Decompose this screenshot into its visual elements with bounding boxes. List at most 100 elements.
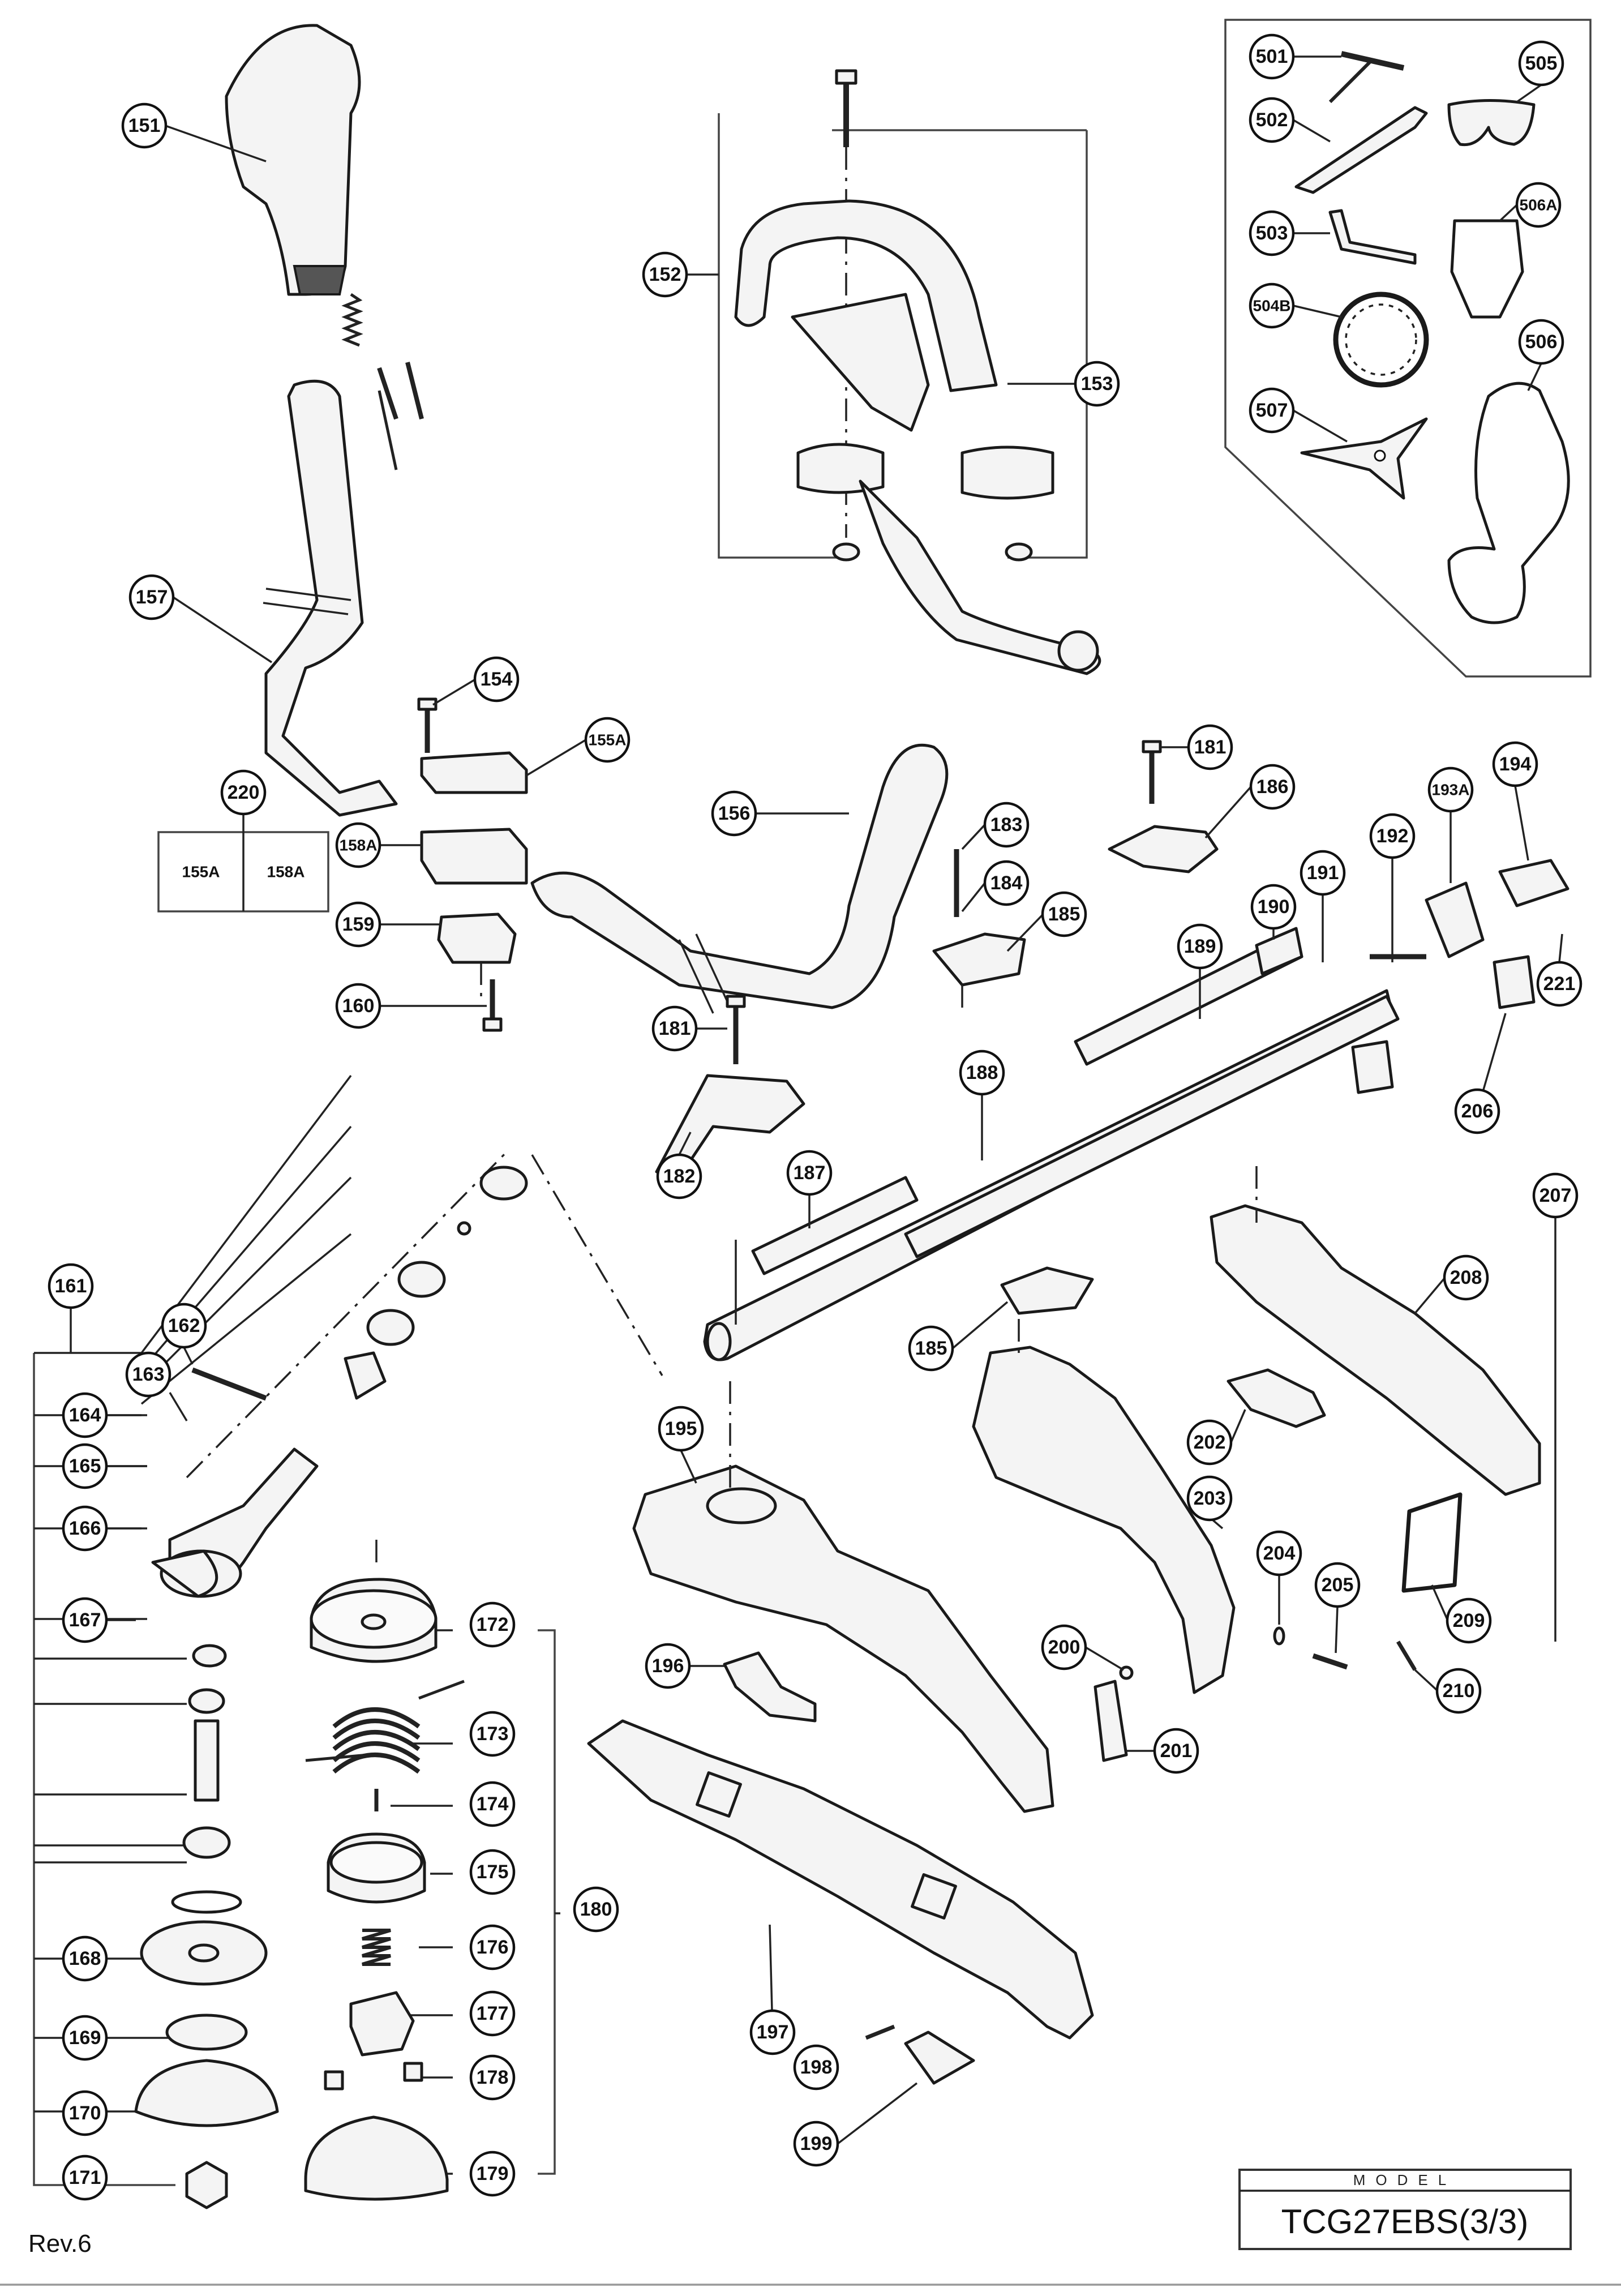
svg-text:173: 173 (477, 1723, 509, 1745)
callout-221: 221 (1536, 933, 1583, 1007)
callout-199: 199 (793, 2082, 918, 2167)
part-156-loop-handle (530, 743, 949, 1009)
part-186-clamp (1108, 825, 1219, 873)
part-152-front-handle (734, 199, 998, 392)
svg-text:502: 502 (1256, 109, 1288, 131)
svg-text:209: 209 (1453, 1610, 1485, 1631)
svg-text:152: 152 (649, 264, 681, 285)
part-202-clamp (1227, 1368, 1326, 1428)
svg-text:221: 221 (1543, 973, 1576, 995)
svg-text:171: 171 (69, 2167, 101, 2188)
callout-154: 154 (432, 656, 520, 706)
part-195-guard (632, 1464, 1054, 1813)
handle-clamp-group (417, 697, 528, 1032)
svg-text:168: 168 (69, 1948, 101, 1969)
svg-text:172: 172 (477, 1614, 509, 1635)
part-502-spanner (1294, 106, 1428, 194)
part-501-box-wrench (1328, 51, 1405, 104)
callout-169: 169 (62, 2015, 108, 2061)
callout-206: 206 (1454, 1013, 1507, 1134)
callout-506: 506 (1518, 319, 1564, 391)
callout-189: 189 (1177, 923, 1223, 1019)
part-206-clip (1493, 955, 1536, 1009)
callout-177: 177 (469, 1990, 516, 2037)
part-503-hex-key (1328, 209, 1417, 265)
part-151-throttle-grip (225, 24, 361, 296)
callout-184: 184 (961, 860, 1030, 913)
svg-text:210: 210 (1443, 1680, 1475, 1702)
svg-text:183: 183 (990, 814, 1023, 836)
guard-group (587, 1204, 1541, 2085)
callout-159: 159 (335, 901, 441, 948)
callout-157: 157 (128, 574, 272, 663)
callout-152: 152 (642, 251, 719, 298)
part-506-harness (1447, 382, 1570, 624)
callout-185a: 185 (1006, 891, 1087, 952)
callout-165: 165 (62, 1443, 147, 1489)
part-504b-ring (1333, 292, 1429, 388)
part-178-eyelet (324, 2070, 344, 2091)
callout-171: 171 (62, 2154, 108, 2201)
callout-505: 505 (1516, 40, 1564, 103)
svg-text:177: 177 (477, 2003, 509, 2024)
svg-text:167: 167 (69, 1609, 101, 1631)
front-handle-group (718, 69, 1101, 675)
callout-194: 194 (1492, 741, 1538, 861)
svg-text:198: 198 (800, 2057, 833, 2078)
svg-text:191: 191 (1307, 862, 1339, 884)
svg-text:178: 178 (477, 2067, 509, 2088)
part-506a-hip-pad (1450, 219, 1524, 319)
callout-173: 173 (469, 1711, 516, 1757)
callout-504B: 504B (1249, 282, 1342, 329)
svg-text:165: 165 (69, 1455, 101, 1477)
callout-185b: 185 (908, 1301, 1009, 1372)
svg-text:186: 186 (1257, 776, 1289, 798)
svg-text:208: 208 (1450, 1267, 1482, 1288)
callout-181b: 181 (651, 1005, 727, 1052)
callout-176: 176 (469, 1924, 516, 1971)
svg-text:200: 200 (1048, 1637, 1080, 1658)
callout-153: 153 (1007, 361, 1120, 407)
svg-text:159: 159 (342, 914, 375, 935)
svg-text:190: 190 (1258, 896, 1290, 918)
part-159-clamp (437, 913, 517, 964)
callout-202: 202 (1186, 1409, 1246, 1466)
callout-507: 507 (1249, 387, 1348, 443)
part-185-clamp-upper (932, 932, 1026, 987)
part-196-clamp (723, 1651, 817, 1723)
svg-text:155A: 155A (589, 731, 627, 749)
svg-text:507: 507 (1256, 400, 1288, 421)
svg-text:203: 203 (1194, 1488, 1226, 1509)
callout-208: 208 (1414, 1254, 1489, 1314)
part-176-spring (362, 1929, 391, 1966)
part-199-line-cutter-blade (904, 2031, 975, 2085)
callout-170: 170 (62, 2090, 108, 2136)
svg-text:166: 166 (69, 1518, 101, 1539)
svg-text:503: 503 (1256, 222, 1288, 244)
svg-text:506A: 506A (1520, 196, 1558, 214)
callout-178: 178 (469, 2054, 516, 2101)
model-label: MODEL (1353, 2171, 1456, 2188)
svg-text:158A: 158A (340, 837, 378, 854)
part-201-cutter-holder (1093, 1680, 1128, 1762)
callout-labels: 151 152 153 154 155A 156 157 158A 159 16… (48, 33, 1583, 2201)
part-505-safety-glasses (1447, 99, 1536, 147)
part-170-cup (134, 2059, 279, 2127)
svg-text:202: 202 (1194, 1432, 1226, 1453)
part-194-damper (1498, 859, 1569, 907)
kit-label-158A: 158A (267, 863, 305, 881)
callout-151: 151 (121, 102, 267, 162)
callout-192: 192 (1369, 813, 1416, 962)
callout-181a: 181 (1160, 724, 1233, 770)
svg-text:161: 161 (55, 1275, 87, 1297)
shaft-group (703, 927, 1426, 1361)
callout-158A: 158A (335, 822, 422, 868)
part-193a-bracket (1425, 881, 1485, 958)
part-179-spool-housing (304, 2115, 449, 2201)
svg-text:184: 184 (990, 872, 1023, 894)
svg-text:205: 205 (1322, 1574, 1354, 1596)
svg-text:196: 196 (652, 1655, 684, 1677)
svg-text:175: 175 (477, 1861, 509, 1883)
part-153-handle-clamp (796, 443, 885, 494)
connector-lines (531, 985, 1258, 1494)
